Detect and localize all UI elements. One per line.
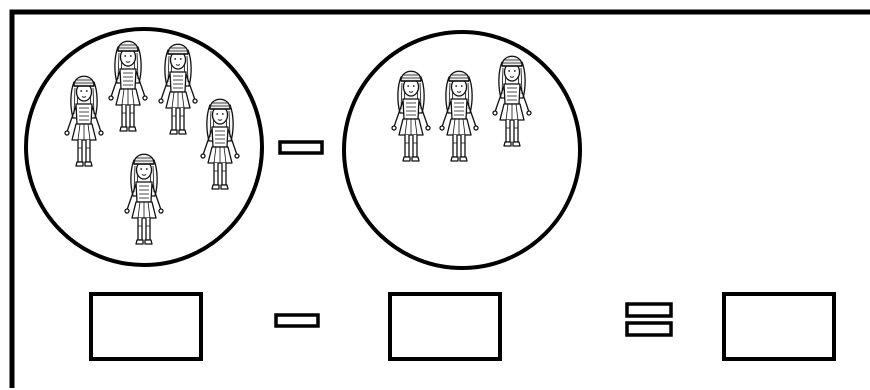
minus-sign	[274, 313, 320, 328]
minus-sign	[278, 140, 324, 155]
right-doll-group	[342, 30, 582, 270]
worksheet-frame	[9, 9, 870, 388]
equals-sign	[625, 302, 673, 337]
left-doll-group	[24, 27, 264, 267]
answer-box-subtrahend[interactable]	[388, 292, 502, 361]
answer-box-minuend[interactable]	[89, 292, 203, 361]
answer-box-difference[interactable]	[722, 292, 836, 361]
